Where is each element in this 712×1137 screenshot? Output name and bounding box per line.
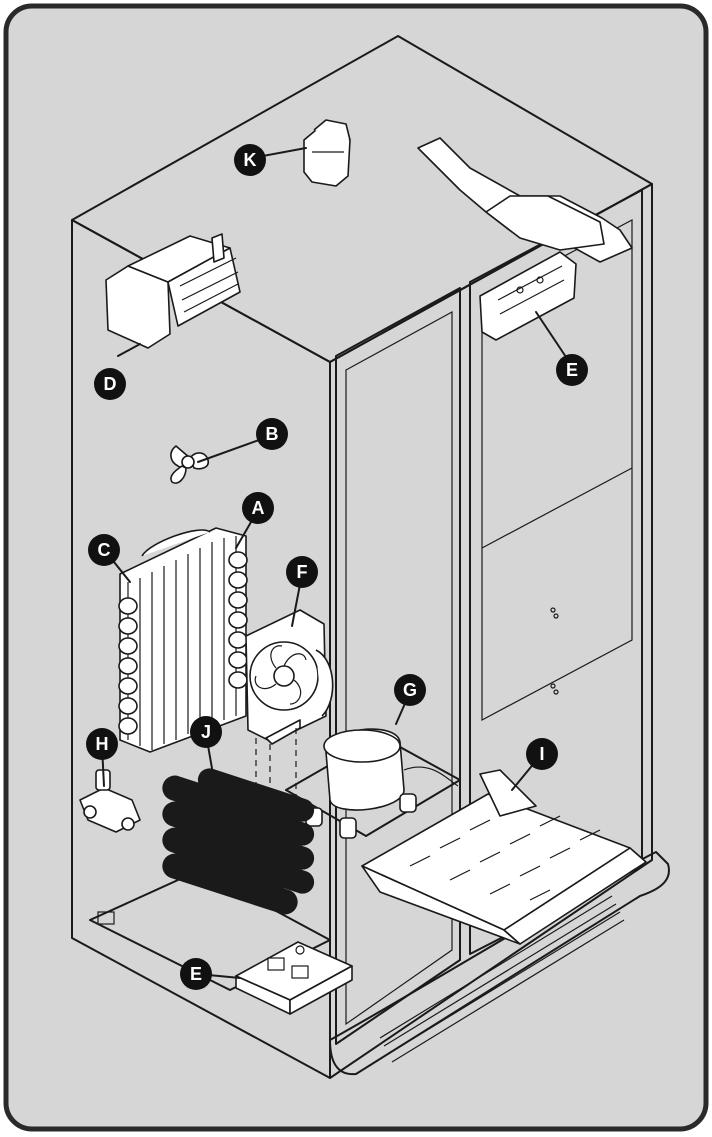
callout-g: G: [394, 674, 426, 706]
drain-pan: [361, 769, 647, 945]
callout-h-label: H: [96, 734, 109, 754]
callout-k: K: [234, 144, 266, 176]
callout-a: A: [242, 492, 274, 524]
callout-h: H: [86, 728, 118, 760]
compressor: [285, 728, 461, 839]
callout-e-top: E: [556, 354, 588, 386]
callout-k-label: K: [244, 150, 257, 170]
callout-e-top-label: E: [566, 360, 578, 380]
callout-c-label: C: [98, 540, 111, 560]
callout-d-label: D: [104, 374, 117, 394]
callout-f-label: F: [297, 562, 308, 582]
ice-maker: [105, 233, 241, 349]
callout-a-label: A: [252, 498, 265, 518]
water-valve-top: [303, 119, 351, 187]
base-grille: [329, 851, 670, 1076]
callout-e-bottom: E: [180, 958, 212, 990]
dispenser-housing-top: [417, 137, 633, 341]
callout-j: J: [190, 716, 222, 748]
condenser-fan: [245, 609, 334, 745]
control-box-bottom: [235, 941, 353, 1015]
condenser-coil: [162, 768, 315, 915]
frame: [3, 3, 709, 1132]
callout-i-label: I: [539, 744, 544, 764]
callout-d: D: [94, 368, 126, 400]
callout-b-label: B: [266, 424, 279, 444]
callout-j-label: J: [201, 722, 211, 742]
freezer-door-frame: [335, 287, 461, 1045]
callout-c: C: [88, 534, 120, 566]
callout-e-bottom-label: E: [190, 964, 202, 984]
evaporator-coil: [118, 527, 248, 753]
callout-f: F: [286, 556, 318, 588]
callout-g-label: G: [403, 680, 417, 700]
callout-i: I: [526, 738, 558, 770]
callout-b: B: [256, 418, 288, 450]
